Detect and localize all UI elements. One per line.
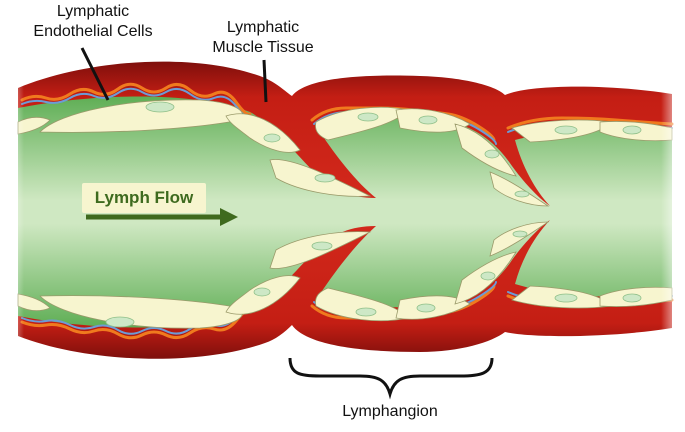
- muscle-pointer-line: [262, 59, 268, 103]
- endothelial-label-line2: Endothelial Cells: [33, 23, 153, 40]
- endothelial-cells-label: Lymphatic Endothelial Cells: [18, 2, 168, 42]
- endothelial-pointer-line: [80, 47, 110, 101]
- endothelial-label-line1: Lymphatic: [56, 3, 130, 20]
- lymphangion-brace: [288, 357, 494, 400]
- cell-nuclei: [105, 101, 642, 328]
- lymph-flow-label: Lymph Flow: [82, 183, 206, 213]
- muscle-tissue-label: Lymphatic Muscle Tissue: [188, 18, 338, 58]
- vessel-lumen: [18, 96, 672, 328]
- muscle-label-line2: Muscle Tissue: [212, 39, 314, 56]
- right-fade: [661, 60, 685, 370]
- lymphangion-label: Lymphangion: [342, 403, 438, 420]
- muscle-label-line1: Lymphatic: [226, 19, 300, 36]
- left-fade: [0, 60, 24, 370]
- lymph-flow-arrow: [86, 208, 238, 226]
